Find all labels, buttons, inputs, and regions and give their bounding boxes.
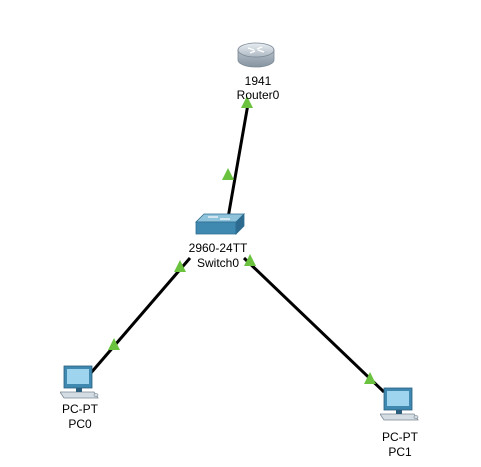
pc-icon — [379, 387, 419, 421]
link-up-indicator — [174, 260, 186, 272]
switch-model-label: 2960-24TT — [188, 241, 248, 255]
link-up-indicator — [108, 338, 120, 350]
pc1-name-label: PC1 — [388, 445, 412, 459]
switch-device[interactable] — [194, 212, 246, 238]
pc0-device[interactable] — [59, 364, 100, 400]
router-icon — [237, 42, 275, 68]
link-up-indicator — [222, 168, 234, 180]
router-name-label: Router0 — [236, 88, 280, 102]
link-switch0-pc0[interactable] — [88, 257, 192, 375]
router-device[interactable] — [236, 40, 276, 70]
switch-name-label: Switch0 — [196, 256, 240, 270]
pc0-model-label: PC-PT — [62, 402, 98, 416]
pc1-device[interactable] — [379, 386, 420, 422]
link-up-indicator — [241, 96, 253, 108]
switch-icon — [195, 213, 245, 235]
link-switch0-router0[interactable] — [226, 103, 250, 219]
pc1-model-label: PC-PT — [382, 430, 418, 444]
link-switch0-pc1[interactable] — [242, 256, 386, 394]
pc0-name-label: PC0 — [68, 417, 92, 431]
router-model-label: 1941 — [244, 74, 272, 88]
link-up-indicator — [244, 254, 256, 266]
pc-icon — [59, 365, 99, 399]
link-up-indicator — [364, 372, 376, 384]
